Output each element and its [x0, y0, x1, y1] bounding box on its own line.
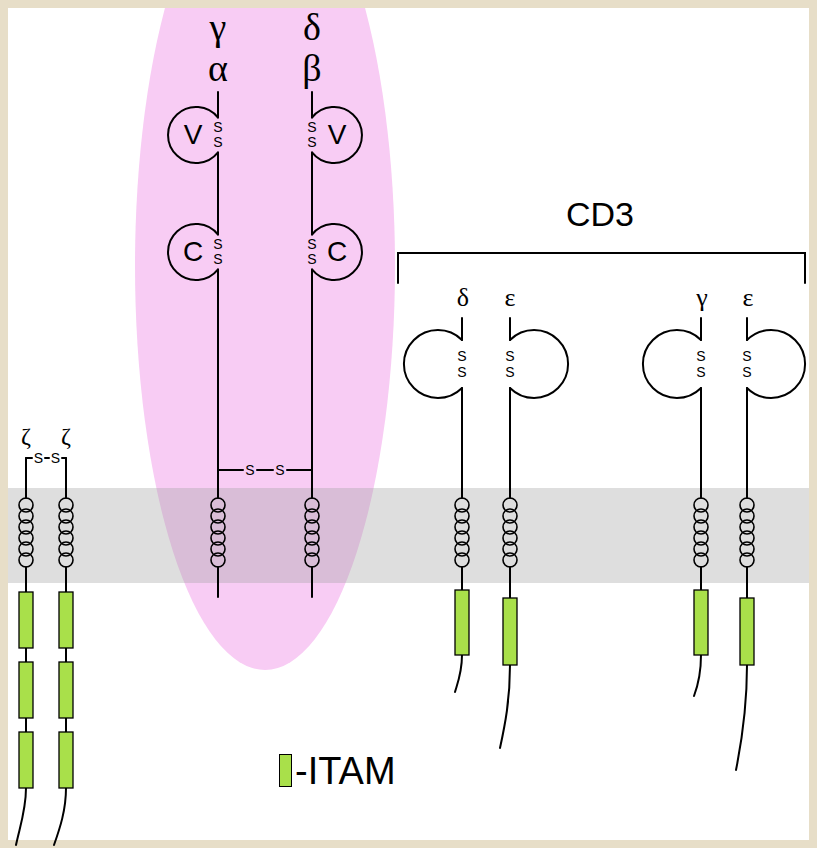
disulfide-sulfur: S	[245, 463, 254, 477]
disulfide-sulfur: S	[213, 120, 222, 134]
disulfide-sulfur: S	[275, 463, 284, 477]
disulfide-sulfur: S	[213, 252, 222, 266]
chain-label: δ	[457, 285, 469, 311]
disulfide-sulfur: S	[213, 237, 222, 251]
chain-label: ε	[505, 285, 516, 311]
domain-label: C	[183, 238, 203, 266]
disulfide-sulfur: S	[505, 365, 514, 379]
disulfide-sulfur: S	[505, 349, 514, 363]
disulfide-sulfur: S	[51, 451, 60, 465]
receptor-outline	[135, 8, 395, 670]
chain-label: β	[302, 49, 321, 87]
chain-label: ζ	[21, 424, 31, 448]
chain-label: α	[208, 49, 228, 87]
chain-label: ζ	[61, 424, 71, 448]
disulfide-sulfur: S	[457, 365, 466, 379]
disulfide-sulfur: S	[307, 237, 316, 251]
chain-label: γ	[696, 285, 708, 311]
complex-label: CD3	[566, 197, 634, 231]
chain-label: γ	[210, 8, 227, 46]
disulfide-sulfur: S	[696, 365, 705, 379]
tcr-heterodimer: γ δ α βV V C C	[135, 8, 395, 670]
domain-label: V	[184, 121, 203, 149]
disulfide-sulfur: S	[307, 120, 316, 134]
disulfide-sulfur: S	[307, 135, 316, 149]
domain-label: C	[327, 238, 347, 266]
chain-label: ε	[743, 285, 754, 311]
disulfide-sulfur: S	[457, 349, 466, 363]
disulfide-sulfur: S	[696, 349, 705, 363]
domain-label: V	[328, 121, 347, 149]
disulfide-sulfur: S	[742, 365, 751, 379]
disulfide-sulfur: S	[213, 135, 222, 149]
legend-text: -ITAM	[295, 752, 396, 790]
chain-label: δ	[303, 8, 321, 46]
disulfide-sulfur: S	[34, 451, 43, 465]
disulfide-sulfur: S	[307, 252, 316, 266]
legend-swatch	[279, 754, 292, 787]
disulfide-sulfur: S	[742, 349, 751, 363]
